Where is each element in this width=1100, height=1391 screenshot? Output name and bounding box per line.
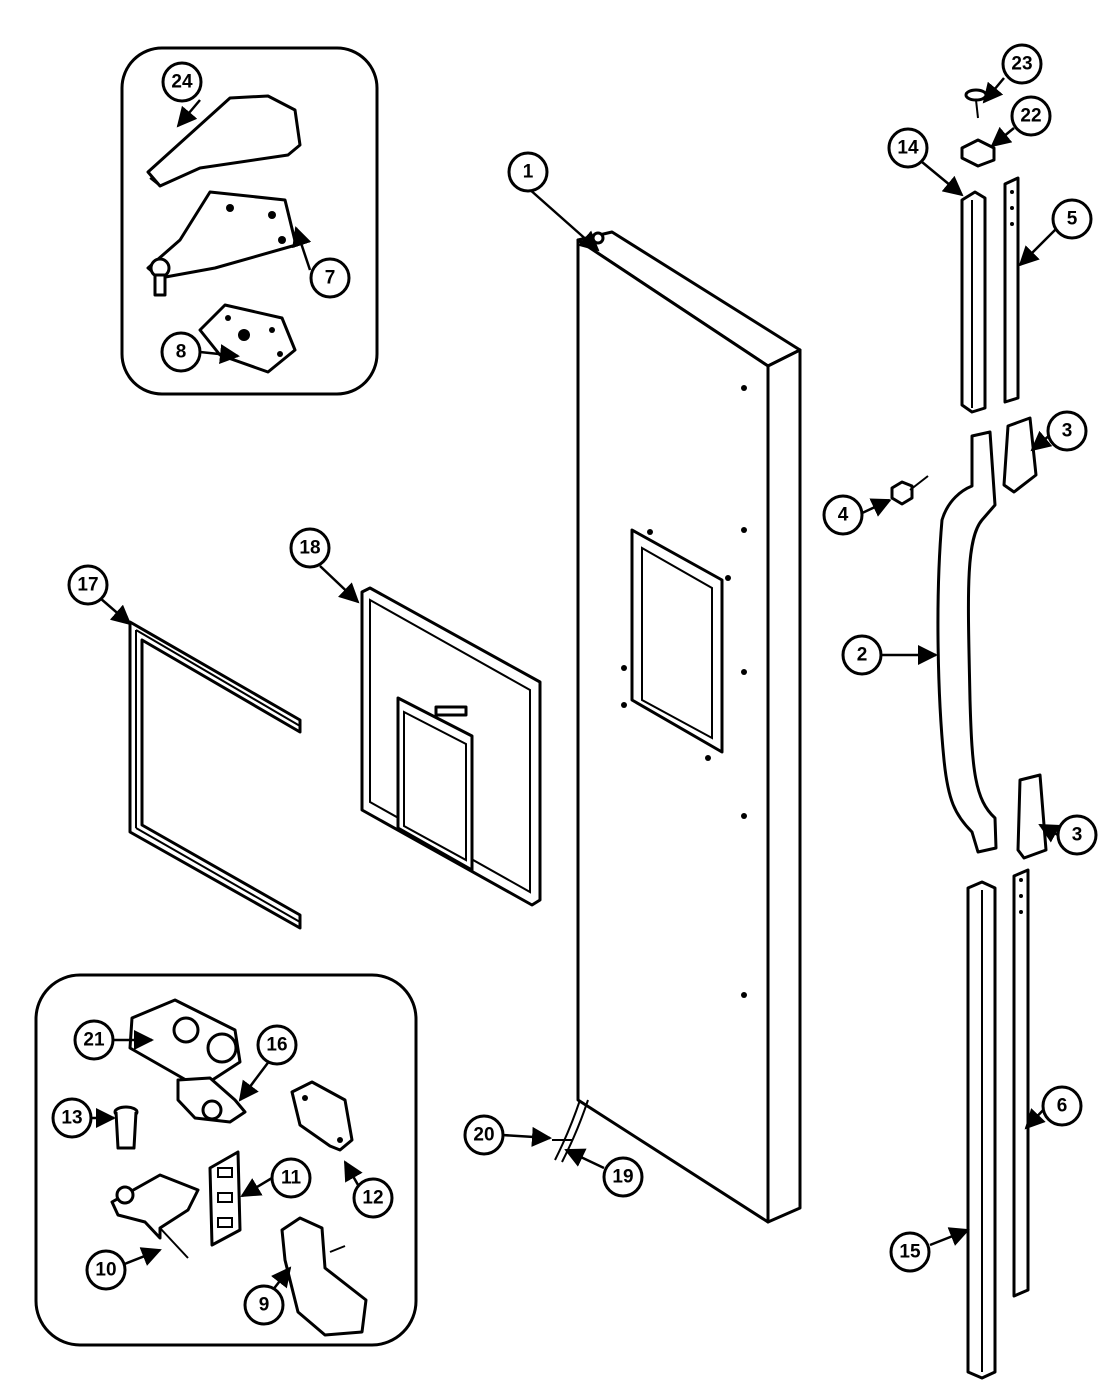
lower-hinge-bracket-part xyxy=(128,998,242,1090)
callout-label: 4 xyxy=(838,505,849,526)
callout-label: 2 xyxy=(857,645,868,666)
callout-label: 16 xyxy=(266,1035,287,1056)
screw-part xyxy=(964,88,988,119)
callout-label: 23 xyxy=(1011,54,1032,75)
callout-17: 17 xyxy=(67,564,109,606)
upper-end-cap-part xyxy=(1002,416,1038,494)
callout-label: 17 xyxy=(77,575,98,596)
hinge-cover-part xyxy=(146,94,302,188)
door-wires-part xyxy=(552,1099,589,1163)
callout-label: 3 xyxy=(1072,825,1083,846)
callout-label: 1 xyxy=(523,162,534,183)
callout-13: 13 xyxy=(51,1097,93,1139)
callout-2: 2 xyxy=(841,634,883,676)
bottom-inset-frame xyxy=(34,973,418,1347)
clip-part xyxy=(960,138,996,168)
lower-end-cap-part xyxy=(1016,773,1048,860)
callout-label: 18 xyxy=(299,538,320,559)
callout-19: 19 xyxy=(602,1156,644,1198)
callout-label: 19 xyxy=(612,1167,633,1188)
callout-label: 11 xyxy=(281,1168,302,1189)
callout-6: 6 xyxy=(1041,1085,1083,1127)
callout-16: 16 xyxy=(256,1024,298,1066)
callout-label: 14 xyxy=(897,138,919,159)
callout-15: 15 xyxy=(889,1231,931,1273)
hinge-plate-part xyxy=(198,303,297,374)
callout-1: 1 xyxy=(507,151,549,193)
door-handle-part xyxy=(936,430,998,854)
callout-9: 9 xyxy=(243,1284,285,1326)
callout-label: 5 xyxy=(1067,209,1078,230)
callout-label: 13 xyxy=(61,1108,82,1129)
callout-8: 8 xyxy=(160,331,202,373)
callout-3-upper: 3 xyxy=(1046,410,1088,452)
callout-label: 12 xyxy=(362,1188,383,1209)
callout-7: 7 xyxy=(309,257,351,299)
hinge-shim-part xyxy=(290,1080,354,1152)
callout-label: 7 xyxy=(325,268,336,289)
callout-label: 6 xyxy=(1057,1096,1068,1117)
lower-strip-part xyxy=(1012,868,1030,1298)
callout-23: 23 xyxy=(1001,43,1043,85)
hinge-pin-bracket-part xyxy=(176,1076,247,1124)
callout-22: 22 xyxy=(1010,95,1052,137)
callout-12: 12 xyxy=(352,1177,394,1219)
callout-label: 9 xyxy=(259,1295,270,1316)
spacer-part xyxy=(208,1150,242,1247)
door-panel-part xyxy=(576,230,802,1224)
callout-10: 10 xyxy=(85,1249,127,1291)
bottom-trim-part xyxy=(966,880,997,1380)
callout-label: 24 xyxy=(171,72,193,93)
callout-label: 3 xyxy=(1062,421,1073,442)
callout-label: 15 xyxy=(899,1242,921,1263)
callout-4: 4 xyxy=(822,494,864,536)
callout-label: 20 xyxy=(473,1125,494,1146)
callout-14: 14 xyxy=(887,127,929,169)
dispenser-trim-part xyxy=(360,586,542,907)
callout-20: 20 xyxy=(463,1114,505,1156)
callout-label: 10 xyxy=(95,1260,116,1281)
upper-strip-part xyxy=(1003,176,1020,404)
top-inset-frame xyxy=(120,46,379,396)
stop-bracket-part xyxy=(280,1216,368,1337)
handle-screw-part xyxy=(890,475,929,506)
callout-21: 21 xyxy=(73,1019,115,1061)
upper-hinge-part xyxy=(146,190,298,297)
callout-24: 24 xyxy=(161,61,203,103)
callout-5: 5 xyxy=(1051,198,1093,240)
lower-hinge-part xyxy=(110,1173,200,1259)
callout-18: 18 xyxy=(289,527,331,569)
callout-label: 22 xyxy=(1020,106,1041,127)
bushing-part xyxy=(113,1105,139,1150)
door-gasket-part xyxy=(128,620,302,930)
callout-label: 21 xyxy=(83,1030,105,1051)
top-trim-part xyxy=(960,190,987,414)
callout-label: 8 xyxy=(176,342,187,363)
callout-3-lower: 3 xyxy=(1056,814,1098,856)
callout-11: 11 xyxy=(270,1157,312,1199)
